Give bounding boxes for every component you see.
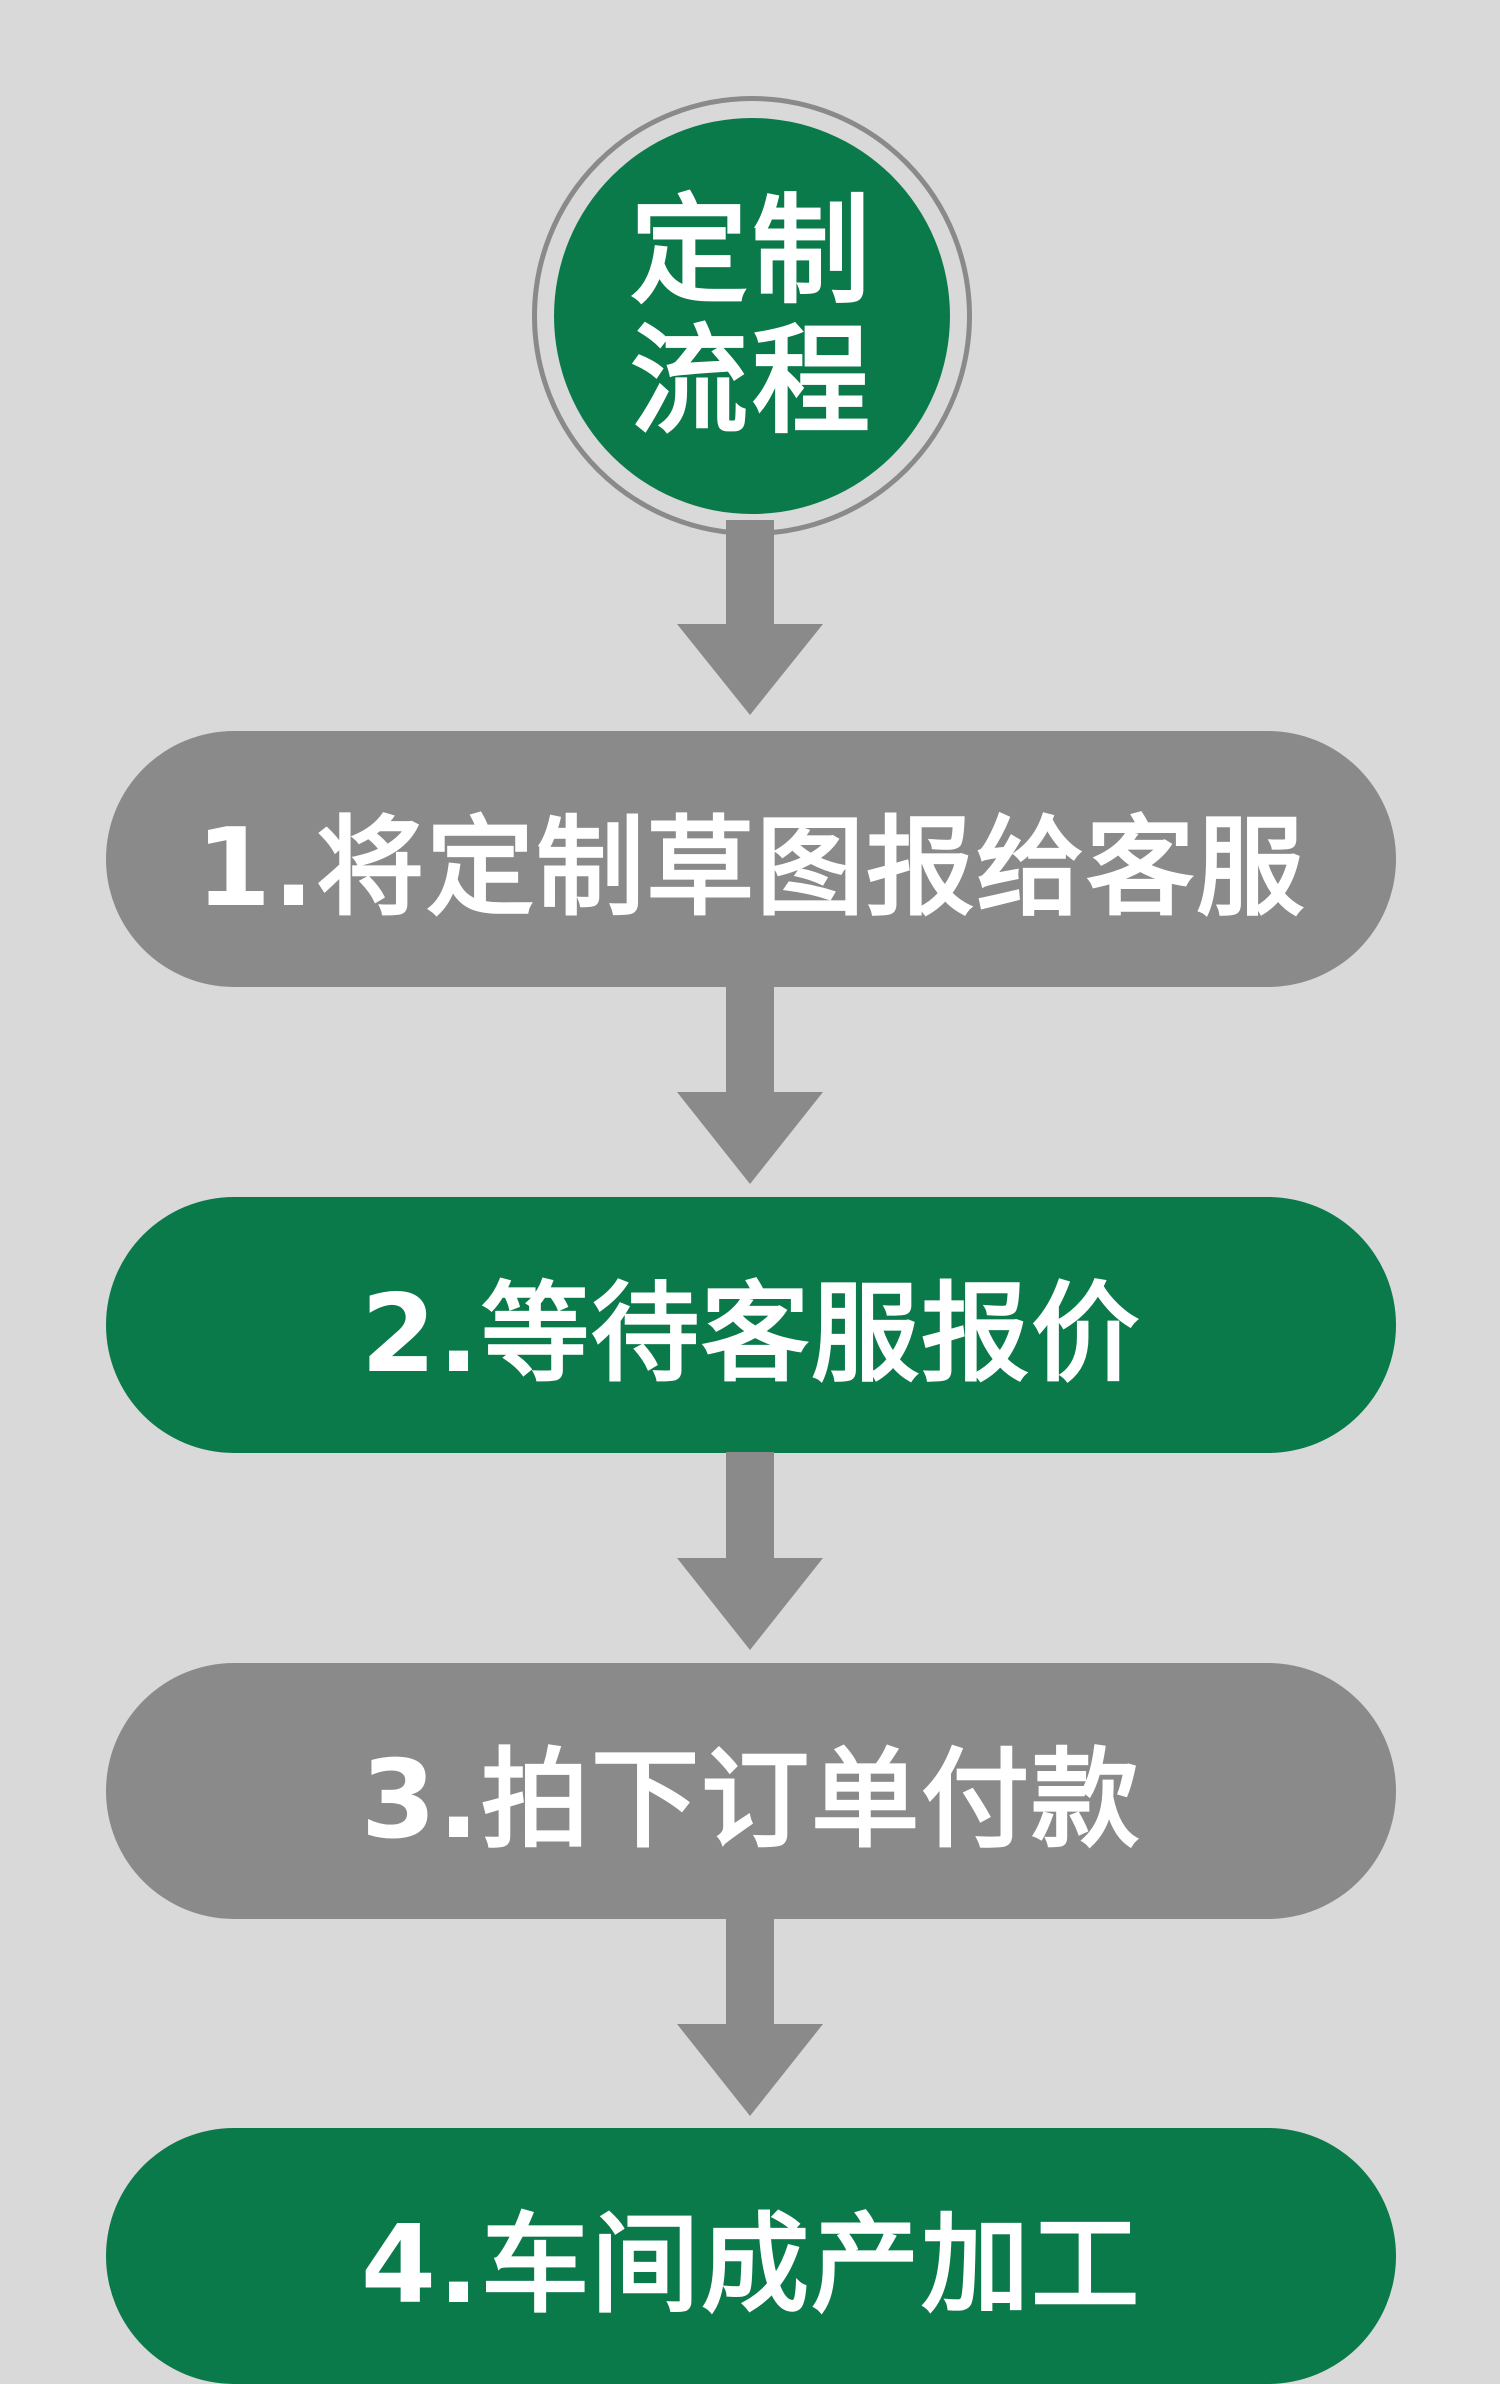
step-1: 1.将定制草图报给客服: [106, 731, 1396, 987]
step-4: 4.车间成产加工: [106, 2128, 1396, 2384]
step-3-label: 3.拍下订单付款: [360, 1738, 1142, 1863]
title-badge: 定制 流程: [554, 118, 950, 514]
title-line-2: 流程: [629, 312, 874, 450]
step-4-label: 4.车间成产加工: [360, 2203, 1142, 2328]
down-arrow-icon: [677, 986, 823, 1184]
title-line-1: 定制: [629, 182, 874, 320]
step-2-label: 2.等待客服报价: [360, 1272, 1142, 1397]
down-arrow-icon: [677, 520, 823, 715]
step-3: 3.拍下订单付款: [106, 1663, 1396, 1919]
down-arrow-icon: [677, 1452, 823, 1650]
step-2: 2.等待客服报价: [106, 1197, 1396, 1453]
step-1-label: 1.将定制草图报给客服: [195, 806, 1307, 931]
down-arrow-icon: [677, 1918, 823, 2116]
